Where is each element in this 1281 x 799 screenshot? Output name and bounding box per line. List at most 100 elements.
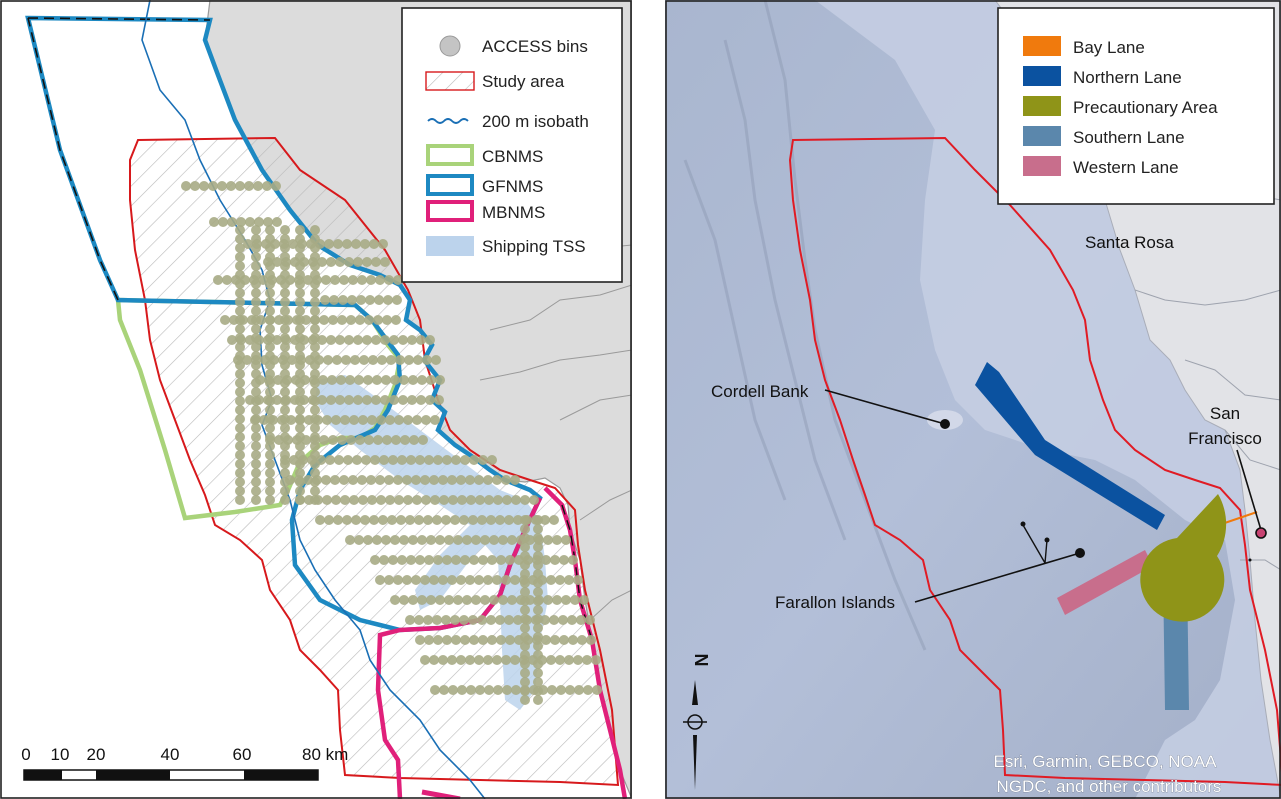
access-bin <box>442 635 452 645</box>
access-bin <box>513 515 523 525</box>
access-bin <box>520 641 530 651</box>
access-bin <box>564 575 574 585</box>
access-bin <box>310 360 320 370</box>
access-bin <box>533 614 543 624</box>
access-bin <box>362 257 372 267</box>
access-bin <box>295 252 305 262</box>
access-bin <box>227 335 237 345</box>
access-bin <box>265 297 275 307</box>
access-bin <box>265 360 275 370</box>
access-bin <box>254 217 264 227</box>
access-bin <box>251 243 261 253</box>
access-bin <box>295 396 305 406</box>
access-bin <box>251 261 261 271</box>
san-francisco-leader <box>1236 449 1262 531</box>
access-bin <box>235 315 245 325</box>
access-bin <box>360 515 370 525</box>
access-bin <box>235 360 245 370</box>
place-labels: Santa Rosa San Francisco Cordell Bank Fa… <box>711 233 1267 612</box>
access-bin <box>310 279 320 289</box>
access-bin <box>265 414 275 424</box>
access-bin <box>438 475 448 485</box>
access-bin <box>417 375 427 385</box>
access-bin <box>380 395 390 405</box>
access-bin <box>236 217 246 227</box>
access-bin <box>510 475 520 485</box>
access-bin <box>251 324 261 334</box>
farallon-marker-1 <box>1020 521 1026 527</box>
access-bin <box>441 515 451 525</box>
access-bin <box>310 369 320 379</box>
access-bin <box>363 535 373 545</box>
access-bin <box>265 486 275 496</box>
access-bin <box>453 595 463 605</box>
access-bin <box>384 575 394 585</box>
access-bin <box>541 555 551 565</box>
access-bin <box>235 324 245 334</box>
access-bin <box>422 355 432 365</box>
access-bin <box>295 324 305 334</box>
access-bin <box>265 387 275 397</box>
access-bin <box>295 432 305 442</box>
filled-polygon-icon <box>426 236 474 256</box>
access-bin <box>280 225 290 235</box>
access-bin <box>351 515 361 525</box>
access-bin <box>504 515 514 525</box>
access-bin <box>351 239 361 249</box>
access-bin <box>501 655 511 665</box>
access-bin <box>399 595 409 605</box>
access-bin <box>235 396 245 406</box>
access-bin <box>423 615 433 625</box>
access-bin <box>280 252 290 262</box>
access-bin <box>265 369 275 379</box>
access-bin <box>520 677 530 687</box>
access-bin <box>235 414 245 424</box>
access-bin <box>390 375 400 385</box>
access-bin <box>459 515 469 525</box>
access-bin <box>350 355 360 365</box>
access-bin <box>371 335 381 345</box>
access-bin <box>533 524 543 534</box>
access-bin <box>520 623 530 633</box>
access-bin <box>337 315 347 325</box>
access-bin <box>295 486 305 496</box>
access-bin <box>403 415 413 425</box>
access-bin <box>368 355 378 365</box>
access-bin <box>460 635 470 645</box>
access-bin <box>295 351 305 361</box>
access-bin <box>235 459 245 469</box>
access-bin <box>478 555 488 565</box>
access-bin <box>326 395 336 405</box>
access-bin <box>529 495 539 505</box>
access-bin <box>295 297 305 307</box>
access-bin <box>392 295 402 305</box>
access-bin <box>420 575 430 585</box>
access-bin <box>265 261 275 271</box>
access-bin <box>568 635 578 645</box>
access-bin <box>218 217 228 227</box>
access-bin <box>295 333 305 343</box>
access-bin <box>295 288 305 298</box>
access-bin <box>333 239 343 249</box>
access-bin <box>441 615 451 625</box>
access-bin <box>342 515 352 525</box>
right-map-frame <box>665 0 1281 799</box>
access-bin <box>336 375 346 385</box>
access-bin <box>459 615 469 625</box>
legend-label-study-area: Study area <box>482 72 565 91</box>
access-bin <box>388 455 398 465</box>
access-bin <box>235 181 245 191</box>
access-bin <box>295 477 305 487</box>
access-bin <box>265 468 275 478</box>
access-bin <box>391 315 401 325</box>
access-bin <box>487 635 497 645</box>
access-bin <box>280 495 290 505</box>
access-bin <box>251 297 261 307</box>
access-bin <box>382 435 392 445</box>
access-bin <box>457 685 467 695</box>
access-bin <box>310 225 320 235</box>
access-bin <box>400 435 410 445</box>
access-bin <box>265 477 275 487</box>
access-bin <box>265 441 275 451</box>
access-bin <box>315 515 325 525</box>
